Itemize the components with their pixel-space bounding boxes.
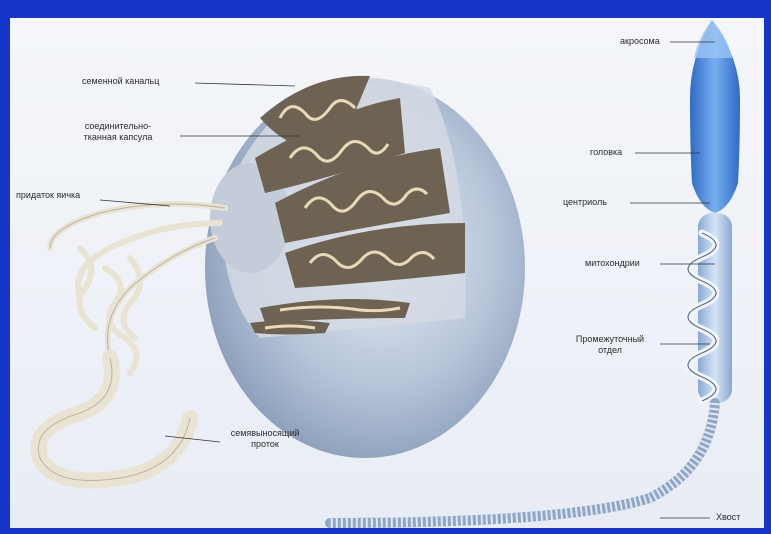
vas-deferens-label-line1: семявыносящий — [210, 428, 320, 439]
capsule-label-line1: соединительно- — [56, 121, 180, 132]
capsule-label: соединительно- тканная капсула — [56, 121, 180, 143]
acrosome-cap — [694, 20, 732, 58]
mitochondria-label: митохондрии — [585, 258, 640, 269]
epididymis-label: придаток яичка — [16, 190, 80, 201]
seminiferous-tubules-label: семенной канальц — [82, 76, 159, 87]
midpiece-label: Промежуточный отдел — [555, 334, 665, 356]
tail-label: Хвост — [716, 512, 740, 523]
epididymis — [50, 204, 225, 373]
testis-sperm-illustration — [10, 18, 764, 528]
centriole-label: центриоль — [563, 197, 607, 208]
midpiece-label-line1: Промежуточный — [555, 334, 665, 345]
vas-deferens-label-line2: проток — [210, 439, 320, 450]
diagram-panel: семенной канальц соединительно- тканная … — [10, 18, 764, 528]
midpiece-label-line2: отдел — [555, 345, 665, 356]
head-label: головка — [590, 147, 622, 158]
vas-deferens-label: семявыносящий проток — [210, 428, 320, 450]
vas-deferens — [38, 358, 190, 481]
acrosome-label: акросома — [620, 36, 660, 47]
capsule-label-line2: тканная капсула — [56, 132, 180, 143]
